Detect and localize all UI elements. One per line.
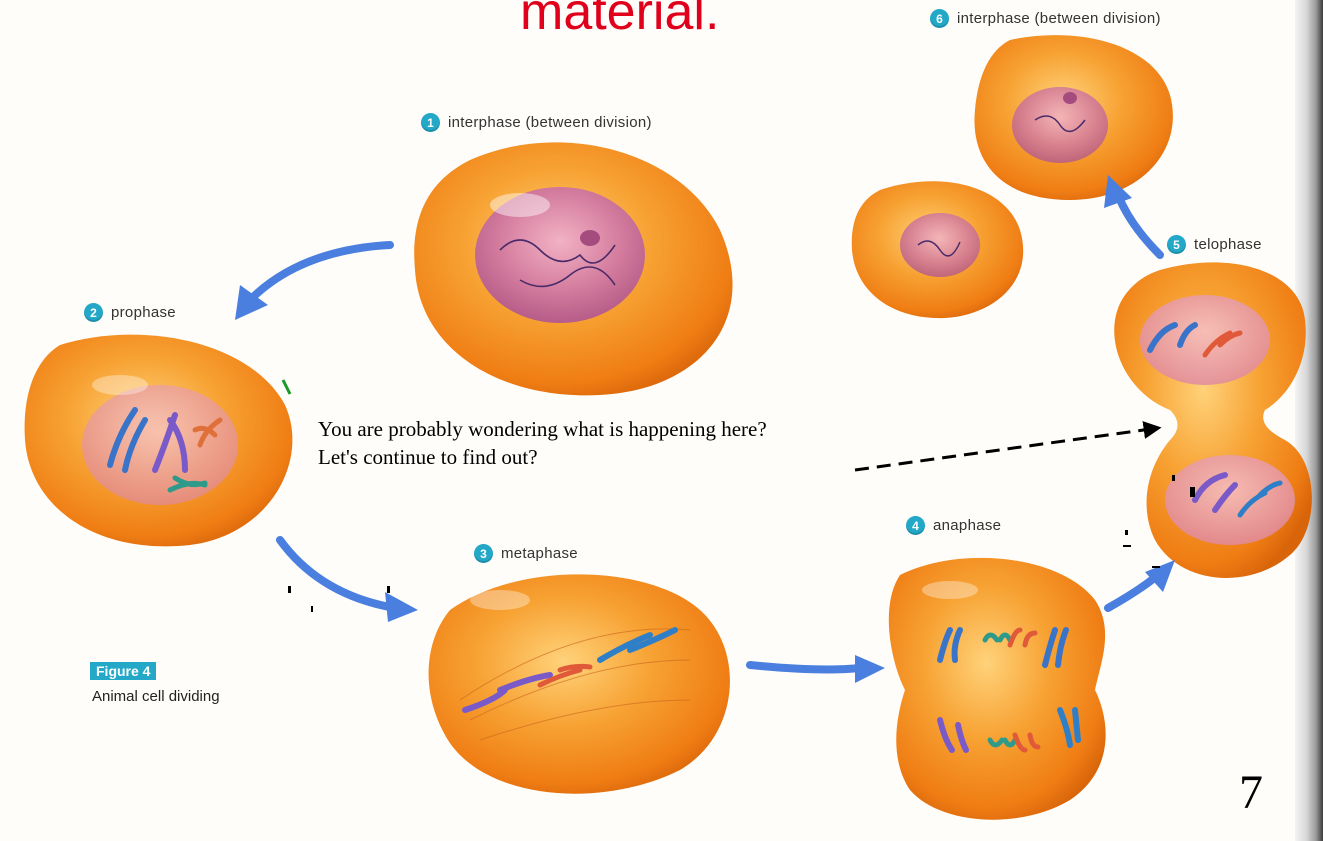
- figure-badge: Figure 4: [90, 662, 156, 680]
- cell-anaphase: [889, 558, 1106, 820]
- cell-interphase-daughter-left: [852, 181, 1023, 318]
- stage-label-telophase: 5 telophase: [1167, 235, 1262, 254]
- stage-label-text: anaphase: [933, 517, 1001, 534]
- cell-prophase: [25, 335, 293, 547]
- stage-label-interphase-top: 6 interphase (between division): [930, 9, 1161, 28]
- dashed-annotation-arrow: [855, 428, 1158, 470]
- figure-caption: Animal cell dividing: [92, 688, 220, 705]
- step-number-badge: 5: [1167, 235, 1186, 254]
- stage-label-text: telophase: [1194, 236, 1262, 253]
- stage-label-anaphase: 4 anaphase: [906, 516, 1001, 535]
- step-number-badge: 6: [930, 9, 949, 28]
- cell-interphase-daughter-top: [974, 35, 1172, 200]
- stage-label-text: metaphase: [501, 545, 578, 562]
- step-number-badge: 2: [84, 303, 103, 322]
- step-number-badge: 4: [906, 516, 925, 535]
- stage-label-metaphase: 3 metaphase: [474, 544, 578, 563]
- stage-label-interphase-start: 1 interphase (between division): [421, 113, 652, 132]
- green-mark: [283, 380, 290, 394]
- annotation-text: You are probably wondering what is happe…: [318, 415, 767, 471]
- stage-label-text: prophase: [111, 304, 176, 321]
- annotation-line-2: Let's continue to find out?: [318, 443, 767, 471]
- cell-telophase: [1114, 262, 1312, 578]
- annotation-line-1: You are probably wondering what is happe…: [318, 415, 767, 443]
- cell-interphase-start: [414, 142, 732, 395]
- stage-label-text: interphase (between division): [957, 10, 1161, 27]
- stage-label-prophase: 2 prophase: [84, 303, 176, 322]
- page-number: 7: [1239, 765, 1263, 820]
- step-number-badge: 1: [421, 113, 440, 132]
- stage-label-text: interphase (between division): [448, 114, 652, 131]
- step-number-badge: 3: [474, 544, 493, 563]
- cell-metaphase: [429, 574, 730, 793]
